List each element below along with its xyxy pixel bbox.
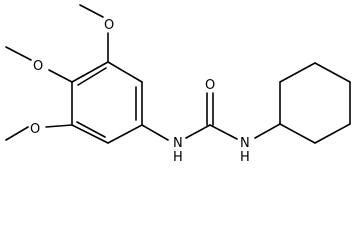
bond xyxy=(79,4,104,18)
bond xyxy=(185,124,211,139)
atom-o-methoxy-top: O xyxy=(104,18,114,33)
bond xyxy=(5,46,32,61)
atom-h-left: H xyxy=(173,150,183,164)
bond xyxy=(45,124,73,128)
atom-o-methoxy-mid: O xyxy=(33,59,43,74)
ring-bond xyxy=(71,61,109,83)
atom-h-right: H xyxy=(240,150,250,164)
atom-n-right: N xyxy=(240,136,250,151)
methoxy-mid xyxy=(5,46,73,83)
bond xyxy=(141,124,169,141)
atom-n-left: N xyxy=(173,136,183,151)
urea-group xyxy=(141,92,281,141)
ring-bond xyxy=(314,123,351,144)
atom-o-methoxy-bottom: O xyxy=(30,122,40,137)
bond xyxy=(209,124,238,140)
benzene-ring xyxy=(71,61,143,144)
methoxy-bottom xyxy=(5,124,73,141)
bond xyxy=(5,126,29,141)
bond xyxy=(254,123,281,139)
ring-bond xyxy=(107,124,143,144)
bond xyxy=(48,69,73,83)
atom-o-carbonyl: O xyxy=(205,78,215,93)
ring-double-bond xyxy=(76,121,106,138)
methoxy-top xyxy=(79,4,109,63)
ring-bond xyxy=(71,124,109,144)
structure-diagram: O O O O N H N H xyxy=(5,4,351,164)
ring-bond xyxy=(107,61,143,83)
ring-bond xyxy=(314,62,351,83)
cyclohexane-ring xyxy=(279,62,351,144)
ring-bond xyxy=(279,62,316,83)
ring-bond xyxy=(279,123,316,144)
ring-double-bond xyxy=(77,67,107,86)
